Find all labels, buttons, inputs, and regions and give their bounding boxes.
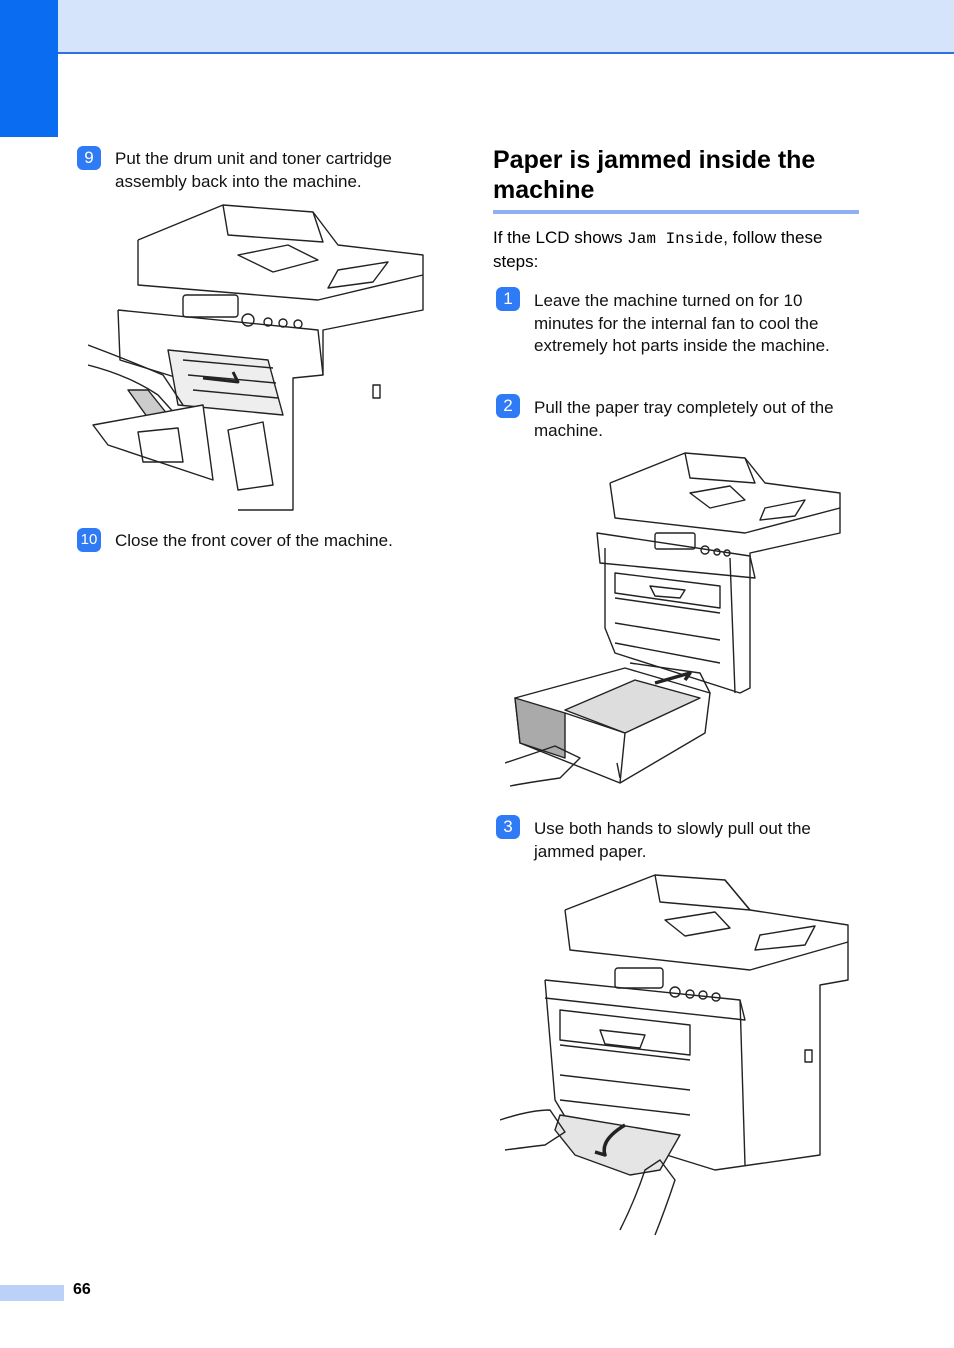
- intro-paragraph: If the LCD shows Jam Inside, follow thes…: [493, 227, 863, 273]
- step-number-badge: 9: [77, 146, 101, 170]
- step-number-badge: 3: [496, 815, 520, 839]
- section-title: Paper is jammed inside the machine: [493, 146, 816, 204]
- footer-band: [0, 1285, 64, 1301]
- page-number: 66: [73, 1281, 91, 1298]
- step-9-text: Put the drum unit and toner cartridge as…: [115, 149, 392, 191]
- title-rule: [493, 210, 859, 214]
- step-number-badge: 2: [496, 394, 520, 418]
- step-number-badge: 10: [77, 528, 101, 552]
- chapter-tab: [0, 0, 58, 137]
- step-3-text: Use both hands to slowly pull out the ja…: [534, 819, 811, 861]
- header-band: [0, 0, 954, 54]
- step-2-text: Pull the paper tray completely out of th…: [534, 398, 834, 440]
- remove-jammed-paper-illustration: [500, 874, 849, 1236]
- intro-text-after: , follow these steps:: [493, 228, 823, 271]
- step-number-badge: 1: [496, 287, 520, 311]
- paper-tray-pullout-illustration: [505, 452, 841, 787]
- lcd-message: Jam Inside: [627, 230, 724, 248]
- step-10-text: Close the front cover of the machine.: [115, 531, 393, 550]
- step-1-text: Leave the machine turned on for 10 minut…: [534, 291, 830, 355]
- drum-unit-insert-illustration: [88, 204, 424, 511]
- intro-text-before: If the LCD shows: [493, 228, 628, 247]
